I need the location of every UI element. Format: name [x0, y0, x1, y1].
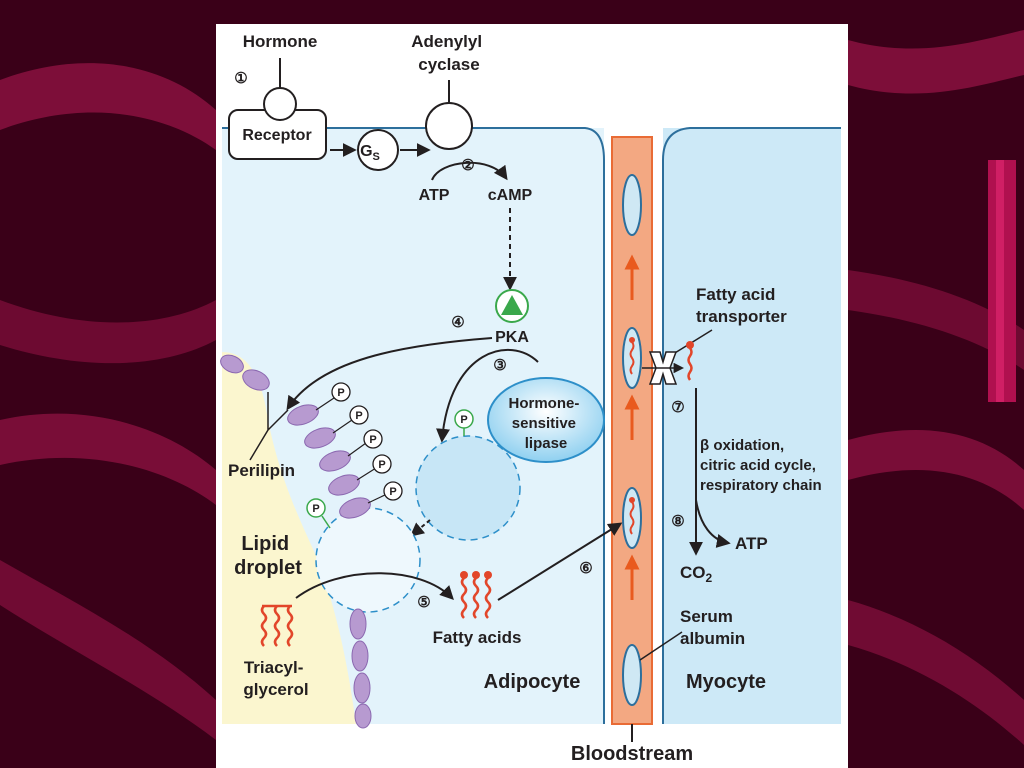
lipid-droplet-label: Lipid droplet [234, 533, 302, 579]
phospho-5: P [389, 486, 396, 498]
step-7: ⑦ [671, 399, 684, 416]
fatty-acids-label: Fatty acids [433, 628, 522, 647]
bound-hsl-phospho-label: P [312, 503, 319, 515]
perilipin-label: Perilipin [228, 461, 295, 480]
perilipin-lower-chain [349, 608, 372, 729]
pka-label: PKA [495, 329, 529, 346]
pka-triangle-icon [501, 295, 523, 315]
perilipin-phospho-links [315, 397, 388, 504]
hormone-ball [263, 87, 297, 121]
bloodstream-label: Bloodstream [571, 743, 693, 765]
myocyte-label: Myocyte [686, 671, 766, 693]
step-3: ③ [493, 357, 506, 374]
triacylglycerol-icon [260, 604, 294, 647]
phospho-4: P [378, 459, 385, 471]
perilipin-chain [220, 354, 270, 391]
blood-fatty-acids [629, 341, 635, 535]
step-1: ① [234, 70, 247, 87]
bound-hsl-phospho-badge [306, 498, 326, 518]
step-6: ⑥ [579, 560, 592, 577]
hormone-label: Hormone [243, 32, 318, 51]
step-5: ⑤ [417, 594, 430, 611]
hsl-label: Hormone- sensitive lipase [508, 395, 583, 452]
step-8: ⑧ [671, 513, 684, 530]
fa-transporter-label: Fatty acid transporter [696, 285, 787, 326]
myocyte-membrane [662, 127, 841, 724]
hsl-phospho-label: P [460, 414, 467, 426]
diagram-panel: Hormone ① Receptor GS Adenylyl cyclase ②… [216, 24, 848, 768]
adenylyl-cyclase [425, 102, 473, 150]
atp-output-label: ATP [735, 534, 768, 553]
perilipin-phospho-badges [331, 382, 403, 501]
myocyte-cytosol [663, 128, 841, 724]
bound-hsl [315, 507, 421, 613]
hsl-phospho-badge [454, 409, 474, 429]
gs-label: GS [360, 143, 380, 163]
adenylyl-cyclase-label: Adenylyl cyclase [411, 32, 487, 74]
fatty-acids-icon [460, 577, 492, 619]
camp-label: cAMP [488, 187, 533, 204]
adipocyte-label: Adipocyte [484, 671, 581, 693]
serum-albumin-label: Serum albumin [680, 607, 745, 648]
step-2: ② [461, 157, 474, 174]
gs-protein [357, 129, 399, 171]
triacylglycerol-label: Triacyl- glycerol [243, 658, 308, 699]
lipid-droplet [222, 352, 356, 724]
phospho-3: P [369, 434, 376, 446]
receptor-label: Receptor [242, 127, 311, 144]
lipolysis-diagram: Hormone ① Receptor GS Adenylyl cyclase ②… [220, 32, 841, 765]
co2-label: CO2 [680, 563, 713, 585]
active-hsl [415, 435, 521, 541]
hormone-sensitive-lipase [487, 377, 605, 463]
phospho-1: P [337, 387, 344, 399]
beta-oxidation-label: β oxidation, citric acid cycle, respirat… [700, 437, 822, 494]
atp-input-label: ATP [419, 187, 450, 204]
phospho-2: P [355, 410, 362, 422]
step-4: ④ [451, 314, 464, 331]
perilipin-molecules [287, 404, 371, 519]
adipocyte-membrane [222, 127, 605, 724]
